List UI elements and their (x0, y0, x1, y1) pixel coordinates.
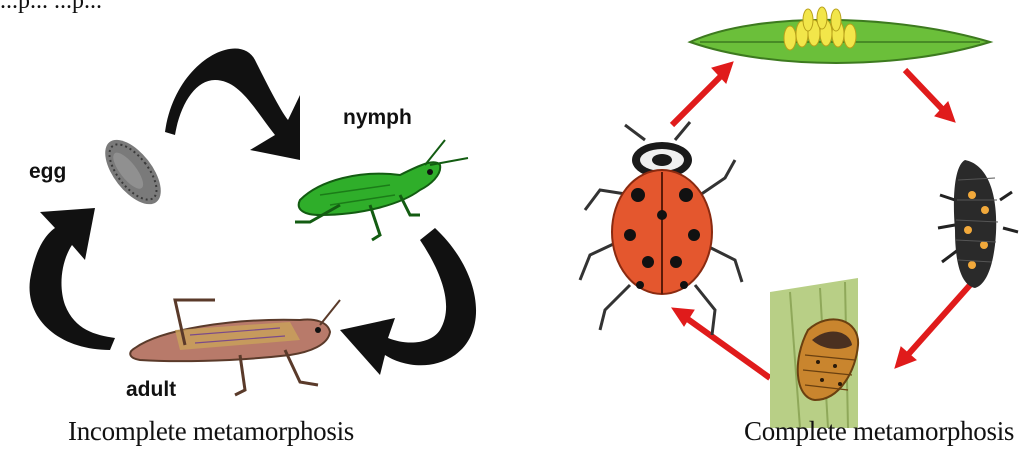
arrow-adult-to-egg (30, 208, 115, 350)
arrow-eggs-to-larva (905, 70, 945, 112)
stage-label-adult: adult (126, 378, 176, 402)
ladybug-larva (938, 160, 1018, 288)
arrow-larva-to-pupa (905, 285, 970, 358)
nymph-grasshopper (295, 140, 468, 240)
pupa-on-stem (770, 278, 858, 428)
arrow-egg-to-nymph (165, 48, 300, 160)
caption-complete-metamorphosis: Complete metamorphosis (744, 416, 1014, 447)
leaf-with-eggs (690, 7, 990, 63)
arrow-adult-to-eggs (672, 72, 725, 125)
arrow-pupa-to-adult (682, 315, 770, 378)
arrow-nymph-to-adult (340, 228, 476, 375)
stage-label-nymph: nymph (343, 106, 412, 130)
ladybug-adult (580, 122, 742, 335)
caption-incomplete-metamorphosis: Incomplete metamorphosis (68, 416, 354, 447)
egg-illustration (95, 130, 172, 213)
stage-label-egg: egg (29, 160, 66, 184)
